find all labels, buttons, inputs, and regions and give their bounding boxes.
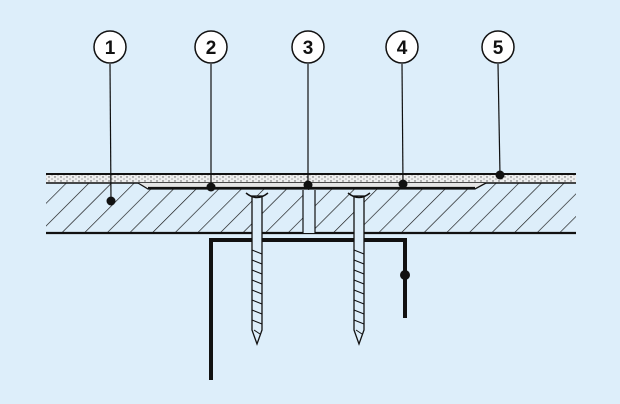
callout-3-label: 3 — [303, 38, 314, 59]
plasterboard-panel — [46, 182, 576, 235]
callout-2-label: 2 — [206, 38, 217, 59]
finish-coat-layer — [46, 173, 576, 183]
callout-5-label: 5 — [493, 38, 504, 59]
leader-4 — [398, 63, 408, 189]
drywall-screw-left — [245, 192, 269, 346]
callout-4-label: 4 — [397, 38, 408, 59]
leader-3 — [303, 64, 313, 190]
stud-marker-dot — [400, 270, 410, 280]
callout-3: 3 — [291, 30, 325, 64]
callout-2: 2 — [194, 30, 228, 64]
callout-4: 4 — [385, 30, 419, 64]
callout-1-label: 1 — [105, 38, 116, 59]
leader-1 — [106, 63, 116, 206]
callout-5: 5 — [481, 30, 515, 64]
drywall-screw-right — [347, 192, 371, 346]
leader-2 — [206, 64, 216, 192]
callout-1: 1 — [93, 30, 127, 64]
leader-5 — [495, 63, 505, 180]
metal-stud-profile — [209, 238, 407, 380]
